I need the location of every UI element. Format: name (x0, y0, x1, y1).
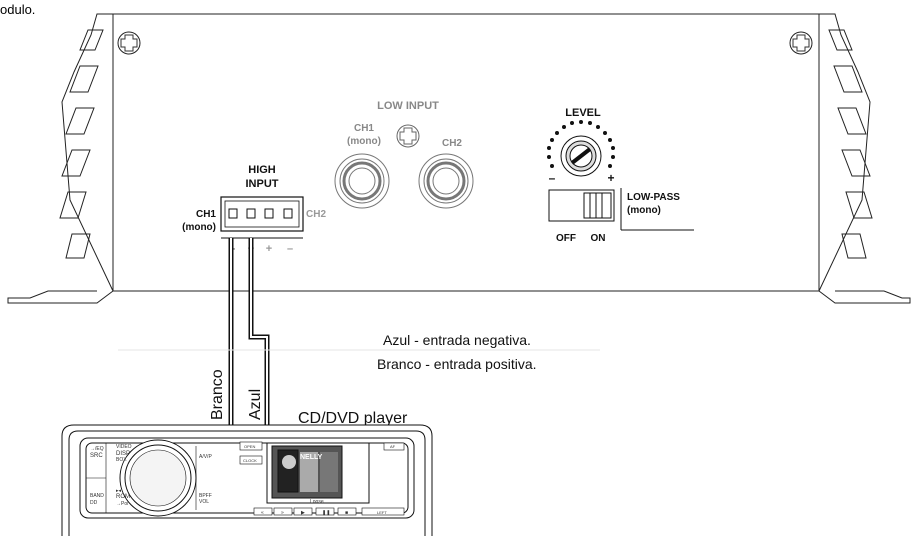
left-flange (7, 13, 114, 304)
high-input-ch1-label: CH1 (196, 209, 216, 220)
level-plus: + (607, 171, 614, 185)
low-input-ch2: CH2 (442, 138, 462, 149)
transport-buttons (253, 507, 405, 516)
right-flange (818, 13, 911, 304)
player-labels: →/EQ SRC BAND DD VIDEO DISP BOX ▸◂ ROM →… (90, 444, 396, 516)
white-wire-label: Branco (209, 369, 226, 420)
svg-text:ROM: ROM (116, 494, 130, 500)
level-control: LEVEL – + (547, 107, 615, 185)
svg-text:LEFT: LEFT (377, 510, 387, 515)
svg-text:BOX: BOX (116, 457, 127, 463)
lowpass-mono: (mono) (627, 205, 661, 216)
svg-text:SRC: SRC (90, 453, 103, 459)
svg-text:VIDEO: VIDEO (116, 444, 132, 450)
top-cut-text: odulo. (0, 2, 35, 17)
level-dial-dots (547, 120, 615, 168)
high-input-ch1-mono: (mono) (182, 222, 216, 233)
low-input-ch1-mono: (mono) (347, 136, 381, 147)
cd-dvd-player (61, 424, 433, 536)
svg-text:❚❚: ❚❚ (322, 510, 330, 516)
left-heatsink-fins (59, 29, 104, 259)
svg-text:■: ■ (345, 510, 348, 516)
high-input-ch2-label: CH2 (306, 209, 326, 220)
screw-icon-right (789, 31, 813, 55)
screw-icon-center (396, 124, 420, 148)
high-input-title-1: HIGH (248, 164, 276, 176)
rca-jack-ch2 (418, 153, 474, 209)
level-label: LEVEL (565, 107, 601, 119)
lowpass-switch: LOW-PASS (mono) OFF ON (548, 188, 694, 244)
high-input-title-2: INPUT (246, 178, 279, 190)
svg-text:VOL: VOL (199, 499, 209, 505)
right-heatsink-fins (828, 29, 873, 259)
svg-text:BPFF: BPFF (199, 493, 212, 499)
wires (228, 238, 270, 425)
svg-text:CLOCK: CLOCK (243, 458, 257, 463)
svg-text:→Pol: →Pol (116, 501, 128, 507)
svg-text:AF: AF (390, 444, 396, 449)
svg-text:Loose: Loose (310, 499, 324, 505)
switch-on-label: ON (591, 233, 606, 244)
low-input-section: LOW INPUT CH1 (mono) CH2 (334, 100, 474, 209)
svg-text:A/V/P: A/V/P (199, 454, 212, 460)
level-minus: – (549, 171, 556, 185)
svg-text:DD: DD (90, 500, 98, 506)
svg-text:DISP: DISP (116, 451, 130, 457)
screw-icon-left (117, 31, 141, 55)
pin-plus-label: + (266, 243, 272, 255)
rca-jack-ch1 (334, 153, 390, 209)
connector-pins (228, 208, 293, 219)
svg-text:→/EQ: →/EQ (90, 446, 104, 452)
blue-wire-label: Azul (247, 389, 264, 420)
note-blue: Azul - entrada negativa. (383, 332, 531, 348)
lowpass-label: LOW-PASS (627, 192, 680, 203)
level-knob (560, 135, 602, 177)
low-input-title: LOW INPUT (377, 100, 439, 112)
svg-text:▸◂: ▸◂ (116, 488, 122, 494)
amplifier (7, 13, 911, 304)
svg-text:BAND: BAND (90, 493, 104, 499)
switch-off-label: OFF (556, 233, 576, 244)
svg-text:»: » (281, 510, 284, 516)
svg-text:▶: ▶ (301, 510, 305, 516)
amplifier-faceplate (112, 13, 820, 292)
low-input-ch1: CH1 (354, 123, 374, 134)
svg-text:NELLY: NELLY (300, 454, 323, 461)
note-white: Branco - entrada positiva. (377, 356, 537, 372)
player-title: CD/DVD player (298, 410, 408, 427)
pin-minus-label: – (287, 243, 293, 255)
svg-text:OPEN: OPEN (244, 444, 255, 449)
svg-text:«: « (261, 510, 264, 516)
